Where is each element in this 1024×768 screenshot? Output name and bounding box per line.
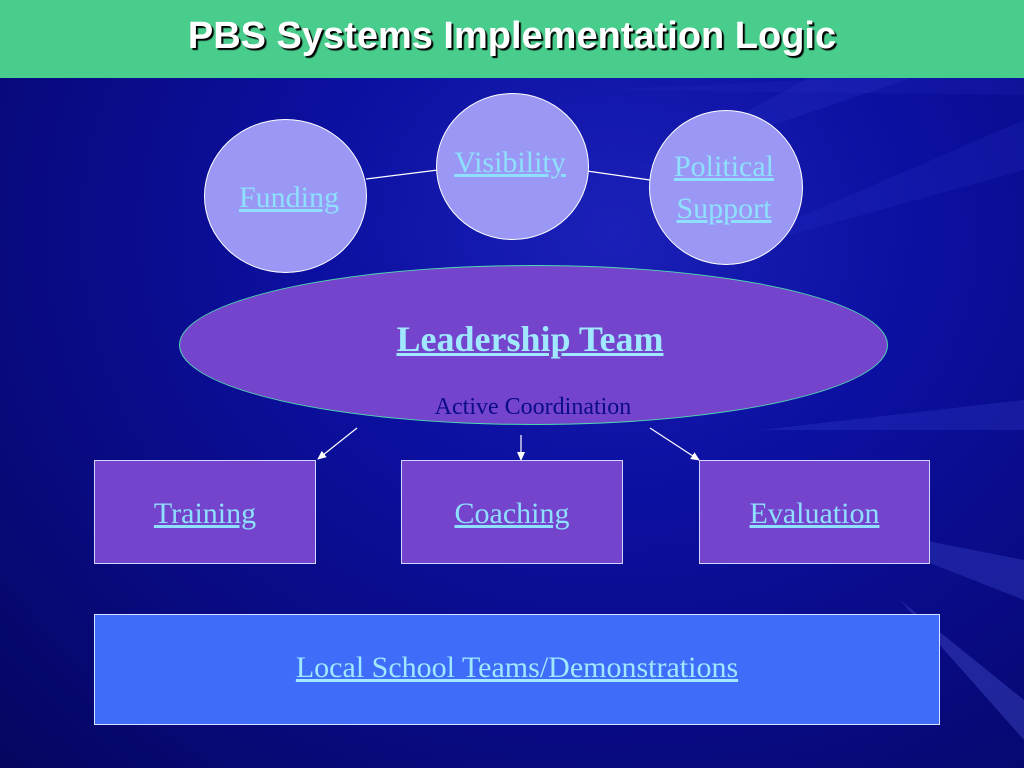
political-support-line1[interactable]: Political [674, 150, 774, 183]
arrow-to-evaluation [649, 427, 700, 461]
leadership-team-link[interactable]: Leadership Team [396, 319, 664, 359]
coaching-box[interactable]: Coaching [401, 460, 623, 564]
evaluation-link[interactable]: Evaluation [749, 497, 880, 530]
visibility-political-connector [586, 170, 651, 181]
local-school-teams-link[interactable]: Local School Teams/Demonstrations [295, 651, 739, 684]
funding-circle[interactable] [204, 119, 367, 273]
training-box[interactable]: Training [94, 460, 316, 564]
political-support-circle[interactable] [649, 110, 803, 265]
training-link[interactable]: Training [153, 497, 257, 530]
active-coordination-caption: Active Coordination [434, 394, 632, 420]
title-bar: PBS Systems Implementation Logic [0, 0, 1024, 78]
funding-visibility-connector [365, 169, 439, 180]
political-support-line2[interactable]: Support [676, 192, 772, 225]
funding-link[interactable]: Funding [238, 181, 340, 214]
local-school-teams-box[interactable]: Local School Teams/Demonstrations [94, 614, 940, 725]
arrow-to-training [317, 427, 358, 460]
evaluation-box[interactable]: Evaluation [699, 460, 930, 564]
leadership-team-ellipse[interactable] [179, 265, 888, 425]
coaching-link[interactable]: Coaching [454, 497, 570, 530]
slide-title: PBS Systems Implementation Logic [187, 14, 837, 57]
political-support-link[interactable]: Political Support [649, 146, 799, 230]
visibility-circle[interactable] [436, 93, 589, 240]
visibility-link[interactable]: Visibility [454, 146, 566, 179]
